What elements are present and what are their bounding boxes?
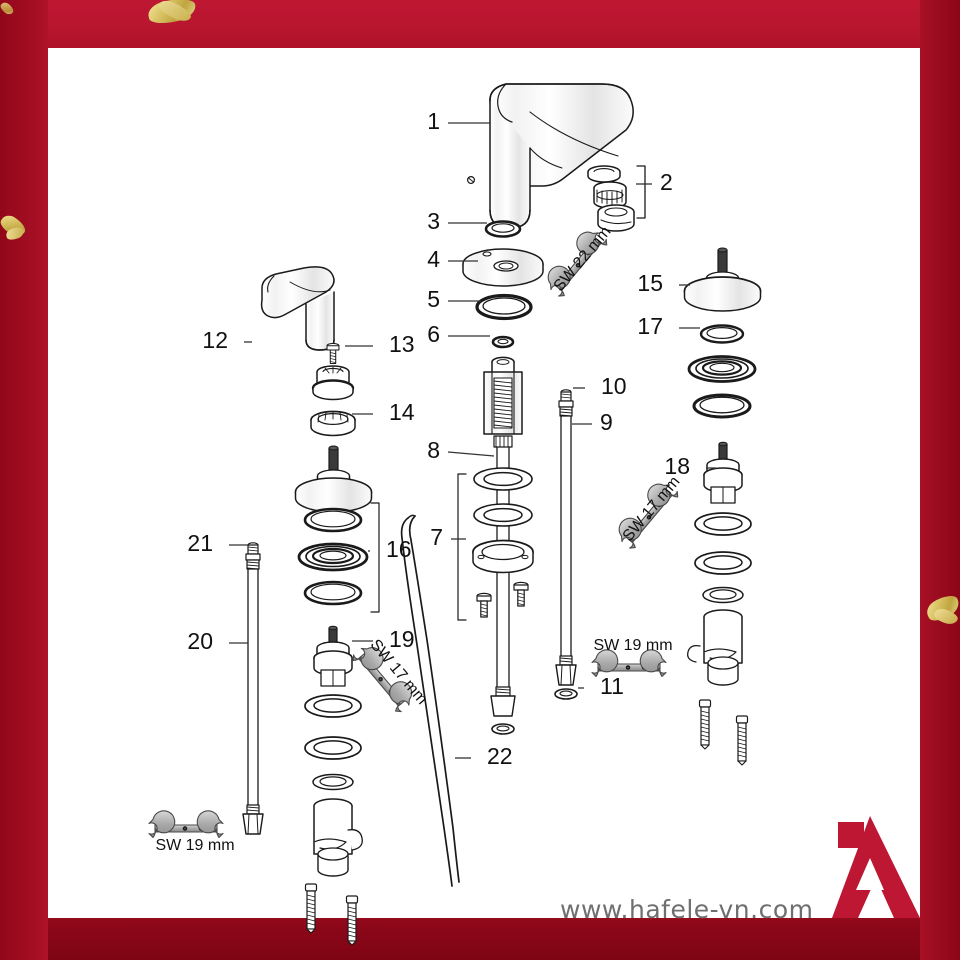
callout-number: 7 [430, 524, 443, 550]
frame-border-bottom [0, 918, 960, 960]
callout-5: 5 [427, 286, 481, 312]
callout-leader-line [447, 451, 495, 457]
right-valve-body [687, 609, 749, 766]
right-lower-washers [694, 512, 752, 604]
callout-17: 17 [637, 313, 700, 339]
callout-number: 5 [427, 286, 440, 312]
callout-number: 19 [389, 626, 415, 652]
part-7-washer-stack [457, 467, 534, 621]
part-16-seal-set [297, 502, 380, 613]
callout-number: 12 [202, 327, 228, 353]
part-centre-cartridge-column [483, 356, 523, 688]
callout-2: 2 [636, 169, 673, 195]
callout-number: 9 [600, 409, 613, 435]
centre-stem-bottom-fitting [490, 686, 516, 735]
callout-10: 10 [573, 373, 627, 399]
callout-number: 11 [600, 673, 624, 699]
callout-18: 18 [664, 453, 716, 479]
callout-13: 13 [345, 331, 415, 357]
callout-7: 7 [430, 524, 466, 550]
callout-number: 16 [386, 536, 412, 562]
callout-number: 3 [427, 208, 440, 234]
callout-number: 18 [664, 453, 690, 479]
callout-number: 6 [427, 321, 440, 347]
callout-number: 1 [427, 108, 440, 134]
part-15-cap-with-stem [683, 247, 762, 312]
callout-number: 20 [187, 628, 213, 654]
part-22-lift-rod [400, 514, 460, 887]
frame-border-right [920, 0, 960, 960]
callout-number: 22 [487, 743, 513, 769]
callout-number: 10 [601, 373, 627, 399]
callout-12: 12 [202, 327, 252, 353]
part-5-o-ring-large [475, 293, 533, 321]
callout-16: 16 [368, 536, 412, 562]
part-5-o-ring-right [692, 393, 752, 419]
part-17-o-ring [699, 324, 745, 344]
tool-size-label-sw19-mid: SW 19 mm [593, 637, 672, 654]
callout-9: 9 [572, 409, 613, 435]
callout-number: 17 [637, 313, 663, 339]
part-11-sealing-washer [554, 688, 578, 700]
callout-20: 20 [187, 628, 248, 654]
callout-19: 19 [352, 626, 415, 652]
callout-21: 21 [187, 530, 248, 556]
part-2-aerator-set [587, 165, 646, 232]
callout-15: 15 [637, 270, 690, 296]
left-cartridge-cap [294, 445, 373, 513]
part-1-spout [467, 83, 634, 229]
part-4-escutcheon [462, 248, 544, 287]
part-18-cartridge [703, 441, 743, 504]
callout-number: 14 [389, 399, 415, 425]
part-9-10-flex-hose [555, 389, 577, 686]
callout-14: 14 [352, 399, 415, 425]
callout-number: 2 [660, 169, 673, 195]
callout-number: 4 [427, 246, 440, 272]
tool-wrench-sw19-left [148, 810, 224, 839]
part-20-21-flex-hose-left [242, 542, 264, 835]
callout-number: 8 [427, 437, 440, 463]
callout-22: 22 [455, 743, 513, 769]
callout-4: 4 [427, 246, 478, 272]
callout-6: 6 [427, 321, 490, 347]
part-3-o-ring [484, 220, 522, 238]
part-6-o-ring-small [491, 335, 515, 349]
frame-border-left [0, 0, 48, 960]
callout-number: 15 [637, 270, 663, 296]
hafele-a-logo [832, 816, 920, 918]
callout-number: 21 [187, 530, 213, 556]
tool-size-label-sw19-left: SW 19 mm [155, 837, 234, 854]
callout-3: 3 [427, 208, 487, 234]
website-watermark: www.hafele-vn.com [560, 895, 814, 924]
part-12-lever-handle [260, 266, 335, 351]
callout-number: 13 [389, 331, 415, 357]
left-lower-washers [304, 694, 362, 791]
callout-11: 11 [578, 673, 624, 699]
callout-1: 1 [427, 108, 490, 134]
part-19-cartridge [313, 625, 353, 687]
callout-8: 8 [427, 437, 495, 463]
left-valve-body [304, 798, 363, 946]
tool-size-label-sw17-right: SW 17 mm [620, 473, 684, 545]
right-seal-stack [687, 355, 757, 383]
part-13-screw-and-cap [311, 342, 355, 401]
part-14-toothed-ring [310, 410, 356, 437]
